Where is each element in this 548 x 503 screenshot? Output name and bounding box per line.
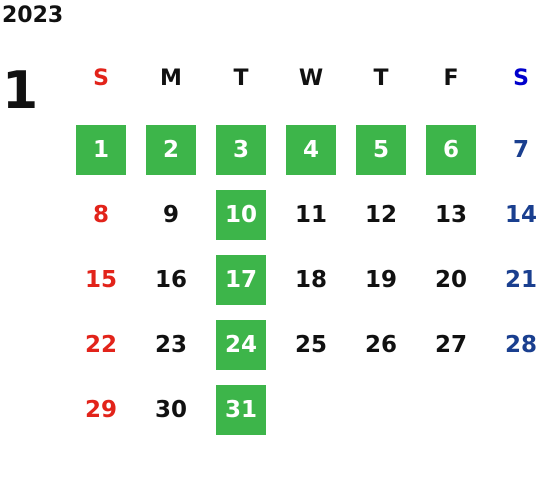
day-cell[interactable]: 21 [504, 267, 537, 293]
weekday-header-friday: F [443, 66, 459, 91]
day-cell[interactable]: 17 [216, 255, 266, 305]
day-cell[interactable]: 8 [92, 202, 109, 228]
day-cell[interactable]: 18 [294, 267, 327, 293]
day-cell[interactable]: 29 [84, 397, 117, 423]
day-cell[interactable]: 24 [216, 320, 266, 370]
day-cell[interactable]: 5 [356, 125, 406, 175]
weekday-header-wednesday: W [298, 66, 324, 91]
day-cell[interactable]: 14 [504, 202, 537, 228]
day-cell[interactable]: 30 [154, 397, 187, 423]
day-cell[interactable]: 7 [512, 137, 529, 163]
day-cell[interactable]: 9 [162, 202, 179, 228]
year-label: 2023 [2, 3, 64, 28]
day-cell[interactable]: 25 [294, 332, 327, 358]
day-cell[interactable]: 27 [434, 332, 467, 358]
day-cell[interactable]: 12 [364, 202, 397, 228]
weekday-header-tuesday: T [233, 66, 249, 91]
day-cell[interactable]: 19 [364, 267, 397, 293]
weekday-header-sunday: S [93, 66, 109, 91]
day-cell[interactable]: 26 [364, 332, 397, 358]
day-cell[interactable]: 15 [84, 267, 117, 293]
day-cell[interactable]: 2 [146, 125, 196, 175]
day-cell[interactable]: 10 [216, 190, 266, 240]
day-cell[interactable]: 4 [286, 125, 336, 175]
month-label: 1 [2, 61, 39, 121]
day-cell[interactable]: 20 [434, 267, 467, 293]
day-cell[interactable]: 28 [504, 332, 537, 358]
day-cell[interactable]: 13 [434, 202, 467, 228]
weekday-header-monday: M [160, 66, 182, 91]
day-cell[interactable]: 22 [84, 332, 117, 358]
day-cell[interactable]: 31 [216, 385, 266, 435]
day-cell[interactable]: 23 [154, 332, 187, 358]
weekday-header-saturday: S [513, 66, 529, 91]
day-cell[interactable]: 6 [426, 125, 476, 175]
weekday-header-thursday: T [373, 66, 389, 91]
day-cell[interactable]: 3 [216, 125, 266, 175]
day-cell[interactable]: 1 [76, 125, 126, 175]
day-cell[interactable]: 11 [294, 202, 327, 228]
day-cell[interactable]: 16 [154, 267, 187, 293]
